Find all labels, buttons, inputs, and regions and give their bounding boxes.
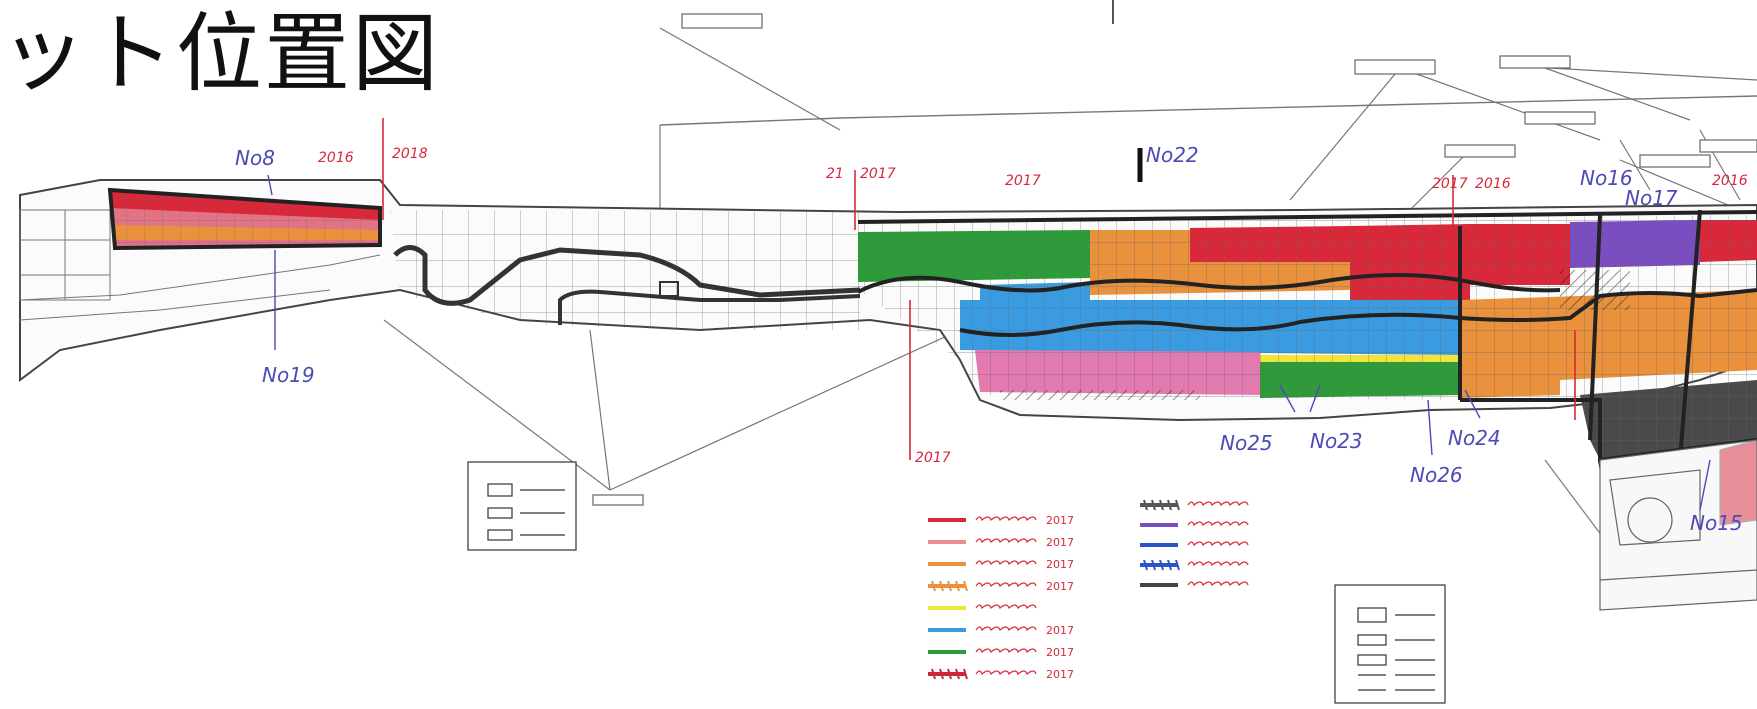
- plot-no8: [107, 187, 382, 251]
- legend-left-scribble-0: [975, 516, 1037, 522]
- legend-left-year-0: 2017: [1046, 514, 1074, 527]
- label-2016-a: 2016: [318, 150, 354, 166]
- label-21: 21: [826, 166, 844, 182]
- legend-right-swatch-tick: [1151, 559, 1156, 571]
- label-no25: No25: [1220, 431, 1273, 455]
- legend-right-swatch-tick: [1143, 499, 1148, 511]
- colored-plots: [858, 215, 1757, 460]
- legend-right-scribble-2: [1187, 541, 1249, 547]
- legend-right-swatch-tick: [1167, 499, 1172, 511]
- label-no22: No22: [1146, 143, 1199, 167]
- legend-left-swatch-tick: [963, 580, 968, 592]
- pointer-lines: [267, 174, 1711, 511]
- legend-right-swatch-tick: [1175, 499, 1180, 511]
- label-no26: No26: [1410, 463, 1463, 487]
- legend-left-swatch-tick: [963, 668, 968, 680]
- legend-right-swatch-tick: [1151, 499, 1156, 511]
- legend-right-scribble-3: [1187, 561, 1249, 567]
- label-no24: No24: [1448, 426, 1501, 450]
- map-legend-box-left: [467, 461, 577, 551]
- legend-right-swatch-tick: [1159, 559, 1164, 571]
- left-parcels: [19, 209, 381, 321]
- label-no15: No15: [1690, 511, 1743, 535]
- label-no19: No19: [262, 363, 315, 387]
- legend-left-swatch-tick: [931, 580, 936, 592]
- legend-right-swatch-tick: [1167, 559, 1172, 571]
- legend-left-swatch-tick: [931, 668, 936, 680]
- legend-left-year-6: 2017: [1046, 646, 1074, 659]
- label-2017-a: 2017: [860, 166, 896, 182]
- lower-right-parcels: [1599, 439, 1757, 611]
- label-no16: No16: [1580, 166, 1633, 190]
- legend-left-year-1: 2017: [1046, 536, 1074, 549]
- legend-left-year-3: 2017: [1046, 580, 1074, 593]
- map-legend-box-right: [1334, 584, 1446, 704]
- label-no23: No23: [1310, 429, 1363, 453]
- label-2017-b: 2017: [1005, 173, 1041, 189]
- legend-right-swatch-tick: [1159, 499, 1164, 511]
- label-2016-c: 2016: [1712, 173, 1748, 189]
- legend-left-swatch-tick: [939, 668, 944, 680]
- legend-right-scribble-4: [1187, 581, 1249, 587]
- legend-left-swatch-tick: [939, 580, 944, 592]
- legend-left-swatch-tick: [947, 668, 952, 680]
- color-legend: 2017 2017 2017 2017 2017 2017 2017: [928, 499, 1249, 681]
- legend-left-year-5: 2017: [1046, 624, 1074, 637]
- legend-left-scribble-5: [975, 626, 1037, 632]
- middle-grid: [390, 210, 861, 330]
- label-2017-c: 2017: [915, 450, 951, 466]
- legend-left-scribble-3: [975, 582, 1037, 588]
- legend-left-year-2: 2017: [1046, 558, 1074, 571]
- label-no17: No17: [1625, 186, 1678, 210]
- legend-left-scribble-7: [975, 670, 1037, 676]
- legend-right-swatch-tick: [1143, 559, 1148, 571]
- legend-left-scribble-6: [975, 648, 1037, 654]
- legend-right-swatch-tick: [1175, 559, 1180, 571]
- label-no8: No8: [235, 146, 275, 170]
- label-2018: 2018: [392, 146, 428, 162]
- label-2017-d: 2017: [1432, 176, 1468, 192]
- label-2016-b: 2016: [1475, 176, 1511, 192]
- legend-right-scribble-0: [1187, 501, 1249, 507]
- legend-left-swatch-tick: [947, 580, 952, 592]
- legend-left-swatch-tick: [955, 580, 960, 592]
- page-title: ット位置図: [0, 4, 440, 104]
- legend-right-scribble-1: [1187, 521, 1249, 527]
- legend-left-scribble-1: [975, 538, 1037, 544]
- year-marker-lines: [382, 118, 1576, 460]
- legend-left-year-7: 2017: [1046, 668, 1074, 681]
- legend-left-scribble-4: [975, 604, 1037, 610]
- legend-left-swatch-tick: [955, 668, 960, 680]
- label-boxes: [592, 13, 1757, 506]
- legend-left-scribble-2: [975, 560, 1037, 566]
